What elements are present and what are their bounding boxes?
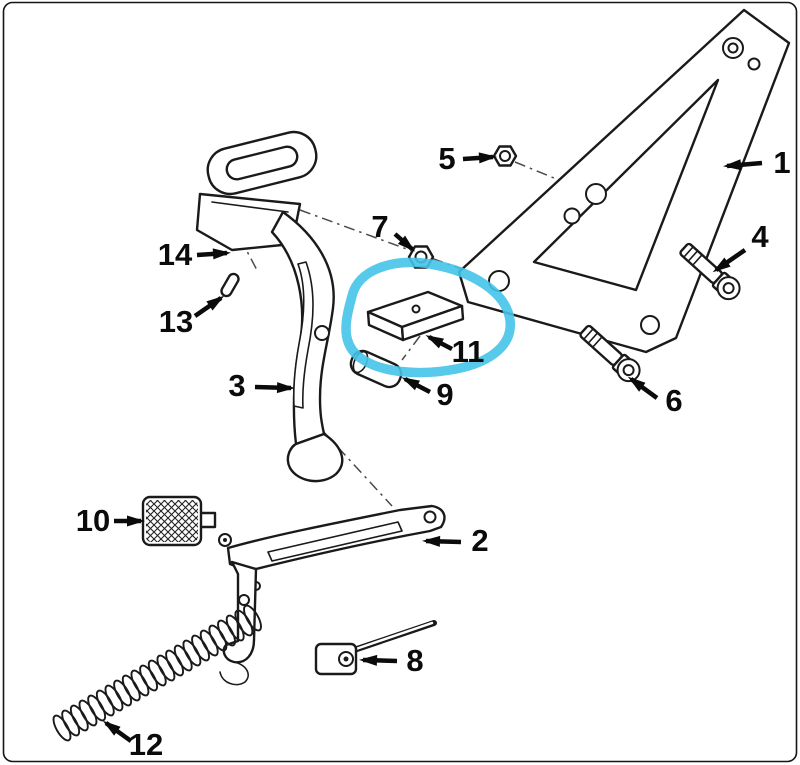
callout-arrowhead	[712, 257, 731, 273]
callout-arrowhead	[478, 152, 497, 164]
callout-7[interactable]: 7	[371, 209, 415, 252]
part-number-label: 2	[471, 523, 488, 558]
part-number-label: 10	[76, 503, 110, 538]
callout-4[interactable]: 4	[712, 219, 770, 273]
part-number-label: 7	[371, 209, 388, 244]
pin-small	[220, 272, 240, 298]
spring	[49, 602, 266, 744]
callout-arrowhead	[212, 248, 231, 260]
callout-arrowhead	[359, 654, 378, 666]
part-number-label: 6	[665, 383, 682, 418]
callout-arrowhead	[422, 535, 441, 547]
part-number-label: 5	[438, 141, 455, 176]
callout-arrowhead	[276, 382, 295, 394]
callout-8[interactable]: 8	[359, 643, 424, 678]
set-screw	[218, 533, 232, 547]
callout-9[interactable]: 9	[401, 377, 454, 412]
part-number-label: 9	[436, 377, 453, 412]
hex-nut-upper	[492, 145, 518, 167]
callout-arrowhead	[723, 159, 742, 171]
pedal-arm	[270, 210, 344, 483]
part-number-label: 11	[452, 334, 485, 369]
callout-6[interactable]: 6	[627, 376, 683, 418]
part-number-label: 14	[158, 237, 193, 272]
part-number-label: 3	[228, 368, 245, 403]
part-number-label: 8	[406, 643, 423, 678]
bracket-frame	[457, 8, 791, 354]
pad-knurled	[141, 495, 217, 547]
callout-arrowhead	[127, 515, 145, 527]
callout-arrowhead	[425, 335, 444, 349]
callout-5[interactable]: 5	[438, 141, 497, 176]
callout-arrowhead	[397, 235, 415, 252]
callout-13[interactable]: 13	[159, 295, 225, 339]
part-number-label: 1	[773, 145, 790, 180]
callout-arrowhead	[102, 720, 121, 736]
callout-14[interactable]: 14	[158, 237, 231, 272]
callout-2[interactable]: 2	[422, 523, 489, 558]
callout-arrowhead	[206, 295, 225, 311]
callout-3[interactable]: 3	[228, 368, 295, 403]
highlight-annotation	[341, 257, 515, 378]
bolt-upper	[679, 242, 741, 301]
part-number-label: 4	[751, 219, 769, 254]
part-number-label: 13	[159, 304, 193, 339]
callout-11[interactable]: 11	[425, 334, 485, 369]
callout-10[interactable]: 10	[76, 503, 145, 538]
callout-arrowhead	[401, 377, 420, 391]
callout-12[interactable]: 12	[102, 720, 163, 762]
part-number-label: 12	[129, 727, 163, 762]
wear-plate-highlighted	[366, 290, 465, 342]
callout-arrowhead	[627, 376, 646, 392]
pedal-base	[219, 504, 446, 686]
rod-fitting	[314, 620, 437, 676]
callout-1[interactable]: 1	[723, 145, 791, 180]
bolt-lower	[579, 324, 641, 383]
